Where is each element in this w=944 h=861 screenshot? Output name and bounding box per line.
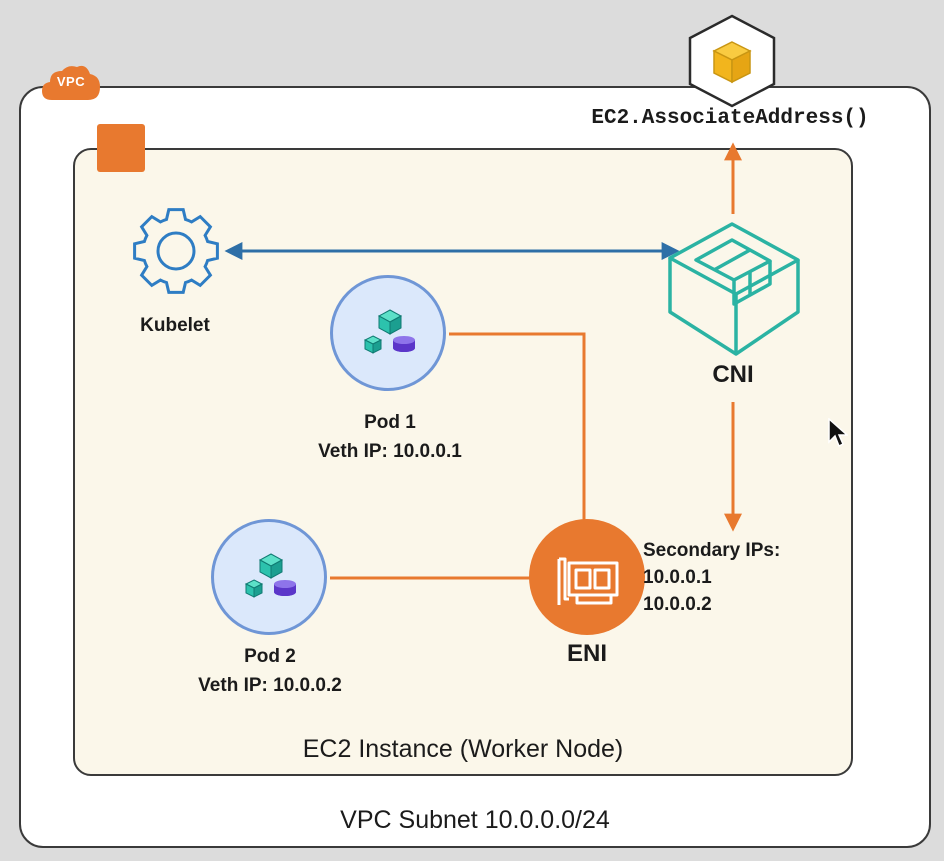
eni-label: ENI: [566, 640, 607, 667]
eni-circle: [529, 519, 645, 635]
pod-icon: [363, 309, 415, 354]
pod2-name: Pod 2: [244, 646, 296, 667]
pod1-veth-ip: Veth IP: 10.0.0.1: [318, 441, 462, 462]
mouse-cursor-icon: [828, 418, 848, 448]
pod1-circle: [330, 275, 446, 391]
kubelet-label: Kubelet: [140, 315, 210, 336]
secondary-ip-1: 10.0.0.1: [643, 567, 712, 588]
secondary-ips-title: Secondary IPs:: [643, 540, 781, 561]
gear-icon: [133, 208, 219, 294]
vpc-subnet-label: VPC Subnet 10.0.0.0/24: [340, 806, 610, 834]
pod-icon: [244, 553, 296, 598]
pod1-name: Pod 1: [364, 412, 416, 433]
vpc-cloud-icon: [42, 65, 100, 100]
cni-icon: [668, 222, 800, 356]
secondary-ips-block: Secondary IPs: 10.0.0.1 10.0.0.2: [643, 537, 780, 618]
ec2-cube-icon: [688, 14, 776, 108]
pod2-circle: [211, 519, 327, 635]
pod1-eni-link: [449, 332, 586, 521]
api-call-label: EC2.AssociateAddress(): [591, 107, 869, 130]
ec2-instance-label: EC2 Instance (Worker Node): [302, 735, 624, 763]
vpc-badge-label: VPC: [56, 74, 86, 89]
secondary-ip-2: 10.0.0.2: [643, 594, 712, 615]
network-card-icon: [557, 557, 619, 605]
ec2-instance-icon: [97, 124, 145, 172]
pod2-veth-ip: Veth IP: 10.0.0.2: [198, 675, 342, 696]
cni-label: CNI: [712, 361, 754, 388]
